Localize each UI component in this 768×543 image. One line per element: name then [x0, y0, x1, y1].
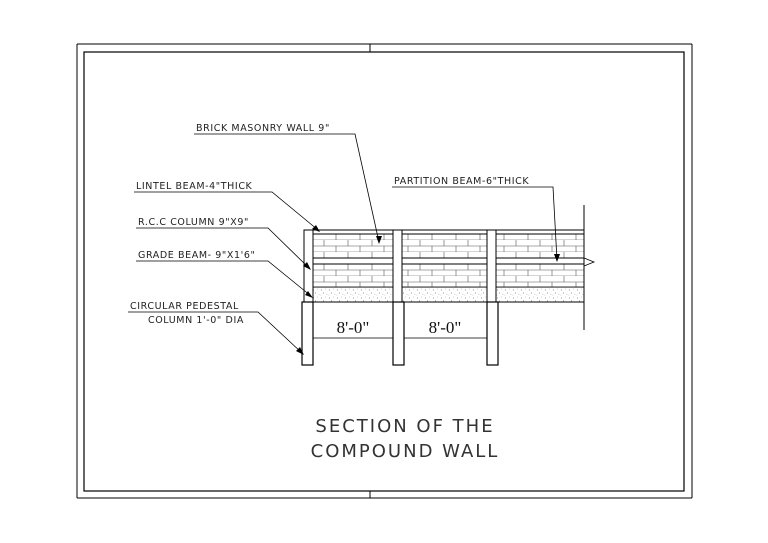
brick-wall-upper: [303, 233, 585, 259]
circular-pedestals: [301, 301, 499, 366]
leader-arrowheads: [296, 225, 560, 355]
label-circular-pedestal-line2: COLUMN 1'-0" DIA: [148, 315, 244, 326]
pedestal-2: [392, 301, 405, 366]
pedestal-3: [486, 301, 499, 366]
grade-beam: [303, 286, 585, 303]
sheet-frame: [76, 43, 693, 499]
label-lintel-beam: LINTEL BEAM-4"THICK: [136, 181, 253, 192]
dimension-span-left: 8'-0": [337, 318, 370, 337]
label-brick-masonry-wall: BRICK MASONRY WALL 9": [196, 123, 330, 134]
drawing-title-line2: COMPOUND WALL: [311, 441, 500, 462]
pedestal-1: [301, 301, 314, 366]
label-grade-beam: GRADE BEAM- 9"X1'6": [138, 250, 255, 261]
dimension-span-right: 8'-0": [429, 318, 462, 337]
label-circular-pedestal-line1: CIRCULAR PEDESTAL: [130, 301, 239, 312]
brick-wall-lower: [303, 263, 585, 288]
rcc-column-2: [392, 229, 403, 303]
drawing-title-line1: SECTION OF THE: [315, 416, 494, 437]
dimension-lines: [312, 334, 488, 342]
label-rcc-column: R.C.C COLUMN 9"X9": [138, 217, 249, 228]
rcc-column-3: [486, 229, 497, 303]
label-partition-beam: PARTITION BEAM-6"THICK: [394, 176, 529, 187]
partition-beam: [303, 257, 585, 265]
lintel-beam: [303, 229, 585, 235]
leader-lines: [128, 133, 558, 354]
